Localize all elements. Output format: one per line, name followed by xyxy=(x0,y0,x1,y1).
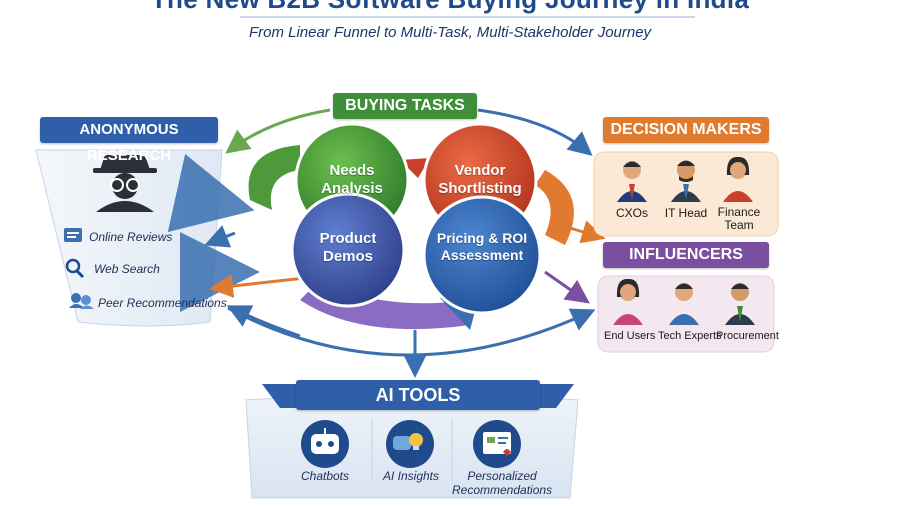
research-item-peer-recommendations: Peer Recommendations xyxy=(98,296,227,310)
decision-makers-banner: DECISION MAKERS xyxy=(603,117,769,143)
buying-tasks-banner: BUYING TASKS xyxy=(333,93,477,119)
funnel-arrow-1 xyxy=(167,153,255,233)
right-purple-arrow xyxy=(544,270,590,304)
influencers-panel xyxy=(597,275,775,353)
reviews-icon xyxy=(64,228,82,242)
decision-maker-cxos: CXOs xyxy=(615,206,648,220)
finance-team-avatar xyxy=(723,156,753,202)
task-pricing-roi: Pricing & ROI Assessment xyxy=(436,230,528,263)
procurement-avatar xyxy=(725,283,755,325)
anonymous-research-banner: ANONYMOUS RESEARCH xyxy=(40,117,218,164)
page-subtitle: From Linear Funnel to Multi-Task, Multi-… xyxy=(248,24,652,41)
personalized-recommendations-icon xyxy=(473,420,521,468)
influencer-end-users: End Users xyxy=(604,330,656,342)
search-icon xyxy=(65,258,85,279)
cycle-ribbon-red xyxy=(400,158,430,178)
research-item-web-search: Web Search xyxy=(94,262,160,276)
it-head-avatar xyxy=(671,160,701,202)
decision-maker-it-head: IT Head xyxy=(664,206,708,220)
tech-experts-avatar xyxy=(669,283,699,325)
task-needs-analysis: Needs Analysis xyxy=(321,162,383,197)
ai-tool-personalized-recommendations: Personalized Recommendations xyxy=(452,469,553,497)
cycle-ribbon-orange xyxy=(535,170,574,245)
incognito-icon xyxy=(93,155,157,212)
page-title: The New B2B Software Buying Journey in I… xyxy=(0,0,900,15)
cxo-avatar xyxy=(617,161,647,202)
influencer-tech-experts: Tech Experts xyxy=(658,330,722,342)
title-underline xyxy=(240,16,695,18)
bottom-arc-left-head xyxy=(226,305,301,338)
task-product-demos: Product Demos xyxy=(319,230,377,265)
ai-tool-insights: AI Insights xyxy=(382,469,440,483)
ai-tool-chatbots: Chatbots xyxy=(300,469,350,483)
ai-tools-ribbon xyxy=(262,384,574,408)
top-arc-left xyxy=(225,108,331,154)
funnel-arrow-4 xyxy=(209,274,306,298)
top-arc-right xyxy=(477,108,593,156)
influencers-banner: INFLUENCERS xyxy=(603,242,769,268)
cycle-ribbon-green xyxy=(248,145,300,210)
ai-insights-icon xyxy=(386,420,434,468)
product-demos-bubble xyxy=(290,192,406,308)
task-vendor-shortlisting: Vendor Shortlisting xyxy=(438,162,522,197)
end-users-avatar xyxy=(613,278,643,325)
chatbot-icon xyxy=(301,420,349,468)
decision-maker-finance-team: Finance Team xyxy=(717,205,761,232)
pricing-roi-bubble xyxy=(422,195,542,315)
ai-tools-banner: AI TOOLS xyxy=(296,380,540,410)
influencer-procurement: Procurement xyxy=(716,330,779,342)
peers-icon xyxy=(69,293,94,309)
research-item-online-reviews: Online Reviews xyxy=(89,230,173,244)
